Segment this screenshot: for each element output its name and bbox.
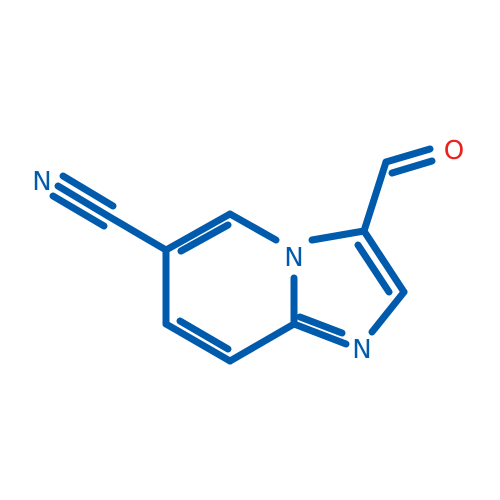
bond-c6-c5-inner	[177, 221, 232, 255]
atom-label-oxygen: O	[444, 136, 464, 166]
bond-n4-c3	[308, 227, 368, 244]
bond-c8-c7	[162, 320, 234, 365]
bond-nitrile-ring	[104, 212, 170, 254]
bond-c6-c5	[162, 210, 234, 254]
bond-n1-c8a-inner	[296, 313, 346, 337]
atom-label-bridge-n: N	[284, 243, 303, 273]
bond-cho-o-lower	[388, 157, 436, 177]
atom-label-imidazole-n: N	[352, 335, 371, 365]
bond-c3-cho	[360, 158, 390, 235]
bond-c3-c2-inner	[354, 241, 393, 296]
bond-c8a-c8	[226, 320, 298, 365]
bond-cho-o-upper	[382, 145, 434, 166]
atom-label-nitrile-n: N	[32, 167, 51, 197]
bond-c5-n4	[226, 210, 280, 244]
bond-n1-c8a	[290, 320, 350, 348]
bond-c8-c7-inner	[176, 317, 232, 353]
nitrile-triple-bond	[49, 172, 117, 230]
bond-c2-n1	[368, 288, 408, 336]
bond-c3-c2	[360, 227, 408, 296]
